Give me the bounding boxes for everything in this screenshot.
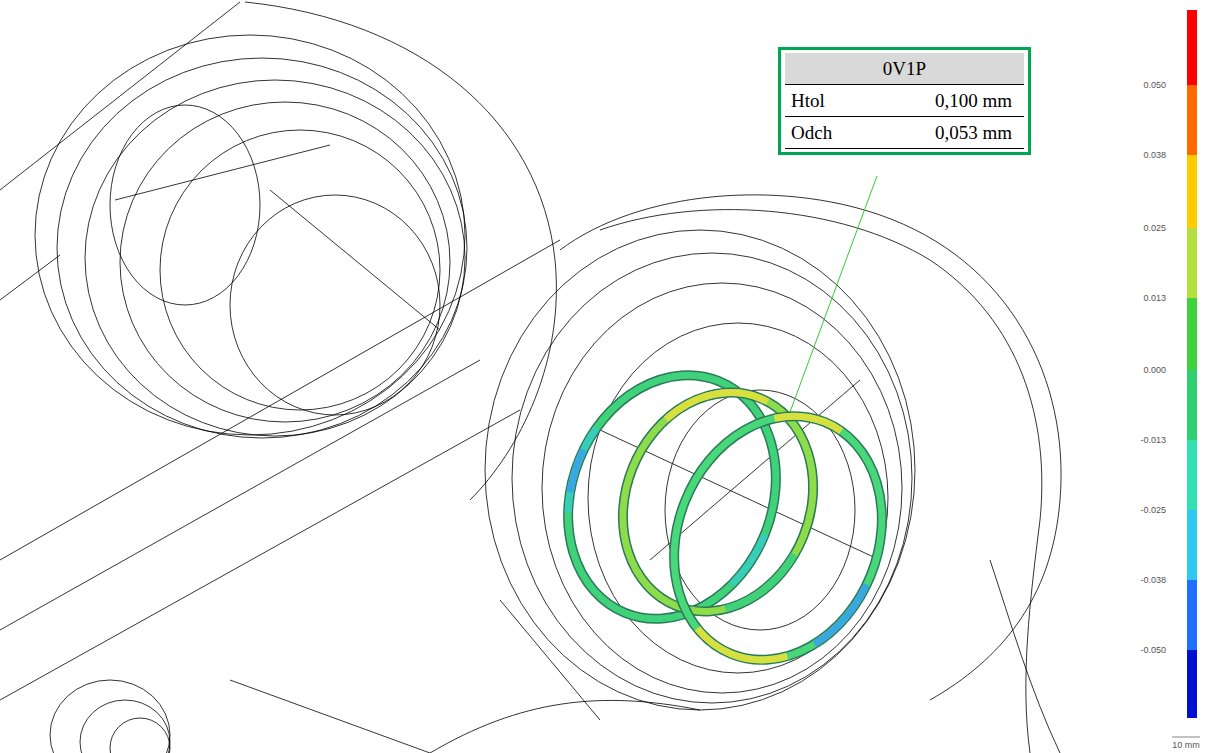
wire-curve [990, 560, 1060, 753]
wire-circle [50, 680, 170, 753]
scale-band [1187, 85, 1197, 156]
scale-band [1187, 440, 1197, 511]
table-key: Htol [785, 85, 838, 117]
color-scale [1172, 10, 1200, 737]
scale-value: 0.013 [1143, 293, 1166, 303]
ring [591, 364, 846, 641]
scale-band [1187, 580, 1197, 651]
deviation-rings [532, 344, 917, 692]
wire-circle [120, 102, 450, 422]
table-key: Odch [785, 117, 838, 149]
result-table: 0V1PHtol0,100 mmOdch0,053 mm [778, 47, 1031, 155]
wire-line [0, 255, 60, 300]
scale-band [1187, 370, 1197, 441]
wire-line [230, 680, 430, 753]
wireframe-lines [0, 2, 1061, 753]
wire-circle [110, 105, 260, 305]
wire-curve [245, 2, 556, 500]
wire-circle [160, 130, 440, 410]
scale-value: -0.038 [1140, 575, 1166, 585]
wire-curve [430, 700, 700, 753]
table-header: 0V1P [785, 53, 1024, 85]
scale-band [1187, 510, 1197, 581]
wire-line [270, 190, 440, 330]
ring-outline [591, 364, 846, 641]
wire-line [0, 240, 560, 560]
ring-blue [638, 385, 917, 692]
wire-curve [600, 210, 1042, 520]
scale-value: 0.025 [1143, 223, 1166, 233]
scale-value: 0.000 [1143, 365, 1166, 375]
ring-yellow [591, 364, 846, 641]
ring-body [591, 364, 846, 641]
wire-circle [35, 35, 465, 435]
scale-bar-line [1172, 737, 1200, 738]
table-value: 0,053 mm [838, 117, 1024, 149]
wire-circle [230, 195, 440, 415]
ring-body [638, 385, 917, 692]
ring-green [591, 364, 846, 641]
scale-band [1187, 155, 1197, 229]
wire-line [0, 410, 520, 700]
wire-curve [1026, 520, 1040, 753]
scale-value: -0.050 [1140, 645, 1166, 655]
ring-outline [638, 385, 917, 692]
wire-circle [80, 700, 170, 753]
ring [638, 385, 917, 692]
scale-length: 10 mm [1172, 740, 1200, 750]
scale-band [1187, 650, 1197, 718]
wire-line [0, 360, 480, 630]
table-value: 0,100 mm [838, 85, 1024, 117]
wire-line [0, 2, 240, 190]
wire-line [500, 600, 600, 720]
wire-circle [512, 253, 912, 703]
wire-curve [560, 195, 1061, 700]
scale-band [1187, 228, 1197, 299]
scale-band [1187, 298, 1197, 371]
ring-yellow [638, 385, 917, 692]
leader-line [790, 176, 877, 412]
scale-band [1187, 10, 1197, 86]
scale-value: -0.025 [1140, 505, 1166, 515]
wire-circle [85, 80, 465, 436]
wire-circle [542, 283, 902, 693]
wire-circle [110, 718, 170, 753]
wire-circle [57, 58, 467, 438]
scale-value: -0.013 [1140, 435, 1166, 445]
wire-line [115, 145, 330, 200]
scale-value: 0.050 [1143, 80, 1166, 90]
scale-value: 0.038 [1143, 150, 1166, 160]
